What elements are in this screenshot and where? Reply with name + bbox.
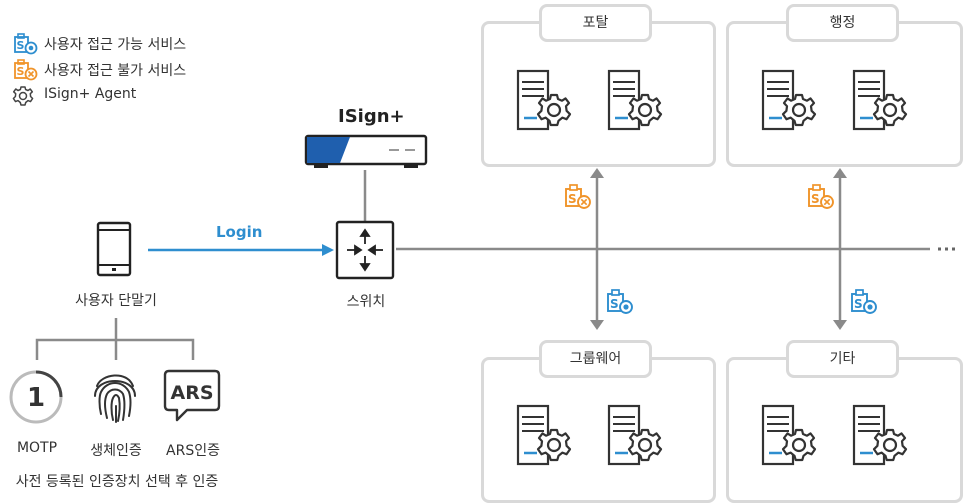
- server-portal-1: [516, 69, 572, 131]
- ars-icon: ARS: [163, 369, 221, 422]
- isign-appliance-icon: [304, 134, 428, 168]
- service-blocked-icon: S: [565, 184, 591, 209]
- login-label: Login: [216, 223, 263, 241]
- isign-label: ISign+: [338, 106, 405, 127]
- ars-badge: ARS: [170, 382, 213, 404]
- service-blocked-icon: S: [14, 59, 38, 81]
- switch-icon: [335, 220, 395, 280]
- legend: S 사용자 접근 가능 서비스 S 사용자 접근 불가 서비스 ISign+ A…: [12, 31, 252, 111]
- server-portal-2: [607, 69, 663, 131]
- terminal-label: 사용자 단말기: [75, 293, 157, 309]
- group-title-admin: 행정: [786, 4, 899, 42]
- service-accessible-icon: S: [14, 33, 38, 55]
- legend-agent-label: ISign+ Agent: [44, 86, 137, 102]
- service-accessible-icon: S: [851, 289, 877, 314]
- auth-label-ars: ARS인증: [166, 443, 220, 459]
- fingerprint-icon: [94, 374, 136, 423]
- svg-text:S: S: [17, 39, 25, 52]
- svg-text:S: S: [811, 192, 820, 206]
- svg-text:S: S: [854, 297, 863, 311]
- auth-caption: 사전 등록된 인증장치 선택 후 인증: [15, 474, 219, 490]
- service-accessible-icon: S: [607, 289, 633, 314]
- group-title-other: 기타: [786, 340, 899, 378]
- server-admin-2: [852, 69, 908, 131]
- server-groupware-1: [516, 404, 572, 466]
- svg-text:S: S: [17, 65, 25, 78]
- server-admin-1: [761, 69, 817, 131]
- svg-text:S: S: [610, 297, 619, 311]
- service-blocked-icon: S: [808, 184, 834, 209]
- legend-blocked-label: 사용자 접근 불가 서비스: [44, 63, 187, 79]
- server-groupware-2: [607, 404, 663, 466]
- legend-accessible-label: 사용자 접근 가능 서비스: [44, 37, 187, 53]
- server-other-2: [852, 404, 908, 466]
- gear-icon: [12, 86, 34, 106]
- motp-icon: 1: [9, 370, 63, 424]
- auth-label-motp: MOTP: [16, 440, 58, 456]
- group-title-portal: 포탈: [539, 4, 652, 42]
- mobile-device-icon: [96, 221, 132, 277]
- group-title-groupware: 그룹웨어: [539, 340, 652, 378]
- motp-badge: 1: [27, 383, 45, 413]
- svg-text:S: S: [568, 192, 577, 206]
- server-other-1: [761, 404, 817, 466]
- auth-label-biometric: 생체인증: [90, 443, 142, 459]
- switch-label: 스위치: [346, 294, 386, 310]
